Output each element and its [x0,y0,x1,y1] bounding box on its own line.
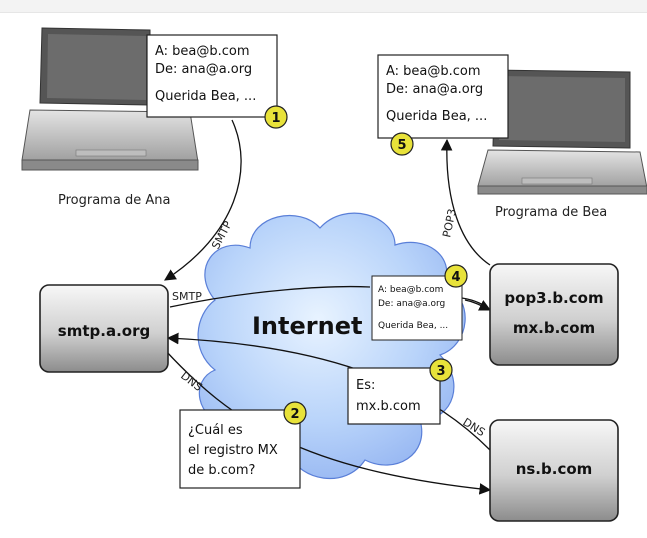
laptop-bea-label: Programa de Bea [495,205,607,220]
server-ns-label: ns.b.com [516,460,593,478]
message-note-5: A: bea@b.com De: ana@a.org Querida Bea, … [377,54,509,156]
note2-line2: el registro MX [188,443,278,458]
pop3-arrow [440,138,491,266]
note4-line2: De: ana@a.org [378,299,445,309]
laptop-bea [477,69,647,195]
note1-line3: Querida Bea, ... [155,89,256,104]
step-badge-1: 1 [271,111,280,126]
smtp-ana-arrow [164,119,242,281]
smtp-out-arrowhead [464,299,492,311]
top-strip [0,0,647,13]
note2-line3: de b.com? [188,463,255,478]
server-smtp-label: smtp.a.org [58,322,150,340]
dns-answer-note-3: Es: mx.b.com 3 [347,358,453,425]
note4-line1: A: bea@b.com [378,285,443,295]
internet-label: Internet [252,312,362,340]
note2-line1: ¿Cuál es [188,423,243,438]
laptop-ana [21,27,199,171]
message-note-1: A: bea@b.com De: ana@a.org Querida Bea, … [146,34,288,129]
note3-line1: Es: [356,378,375,393]
dns-query-note-2: ¿Cuál es el registro MX de b.com? 2 [179,401,307,489]
step-badge-5: 5 [397,138,406,153]
note4-line3: Querida Bea, ... [378,321,448,331]
step-badge-4: 4 [451,270,460,285]
step-badge-3: 3 [436,364,445,379]
note1-line2: De: ana@a.org [155,62,252,77]
note5-line2: De: ana@a.org [386,82,483,97]
laptop-ana-label: Programa de Ana [58,193,170,208]
note1-line1: A: bea@b.com [155,44,250,59]
pop3-label: POP3 [440,208,459,239]
note5-line1: A: bea@b.com [386,64,481,79]
step-badge-2: 2 [290,407,299,422]
server-pop3-mx: pop3.b.com mx.b.com [489,263,619,366]
message-note-4: A: bea@b.com De: ana@a.org Querida Bea, … [371,264,468,341]
note5-line3: Querida Bea, ... [386,109,487,124]
server-ns: ns.b.com [489,419,619,522]
server-pop3-label: pop3.b.com [504,289,603,307]
server-smtp: smtp.a.org [39,284,169,373]
smtp-out-label: SMTP [172,290,202,303]
note3-line2: mx.b.com [356,399,421,414]
server-mx-label: mx.b.com [513,319,595,337]
